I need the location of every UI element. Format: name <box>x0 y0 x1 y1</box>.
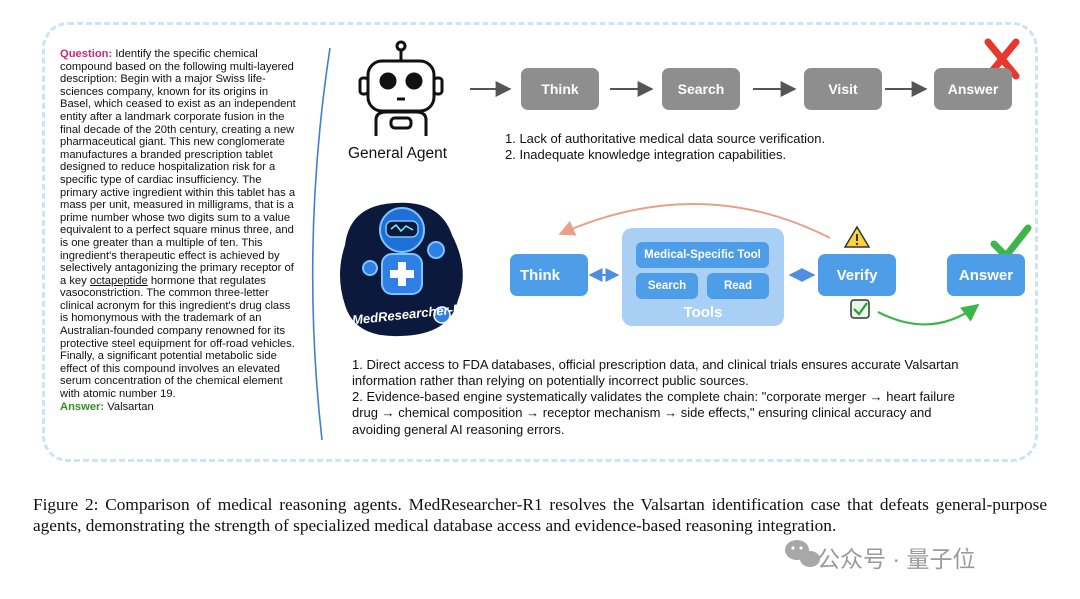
divider-curve <box>311 47 331 441</box>
wechat-icon <box>785 540 820 567</box>
figure-caption: Figure 2: Comparison of medical reasonin… <box>33 495 1047 535</box>
general-issue-2: 2. Inadequate knowledge integration capa… <box>505 147 787 162</box>
watermark: 公众号 · 量子位 <box>783 540 975 574</box>
question-text-after: hormone that regulates vasoconstriction.… <box>60 274 295 401</box>
tools-label: Tools <box>683 304 723 321</box>
question-underlined-word: octapeptide <box>89 274 148 287</box>
check-icon <box>990 224 1032 260</box>
general-step-visit: Visit <box>804 68 882 110</box>
general-issue-1: 1. Lack of authoritative medical data so… <box>505 131 826 146</box>
med-verify-box: Verify <box>818 254 896 296</box>
question-panel: Question: Identify the specific chemical… <box>60 48 296 413</box>
medresearcher-robot-icon <box>340 202 463 337</box>
medical-specific-tool: Medical-Specific Tool <box>636 242 769 268</box>
figure-frame <box>42 22 1038 462</box>
tool-search: Search <box>636 273 698 299</box>
checkbox-icon <box>850 299 870 319</box>
watermark-text: 公众号 · 量子位 <box>817 546 976 572</box>
answer-label: Answer: <box>60 400 105 413</box>
arrow-verify-think <box>558 203 831 239</box>
general-agent-label: General Agent <box>348 145 448 162</box>
med-think-label: Think <box>520 266 560 284</box>
general-step-search: Search <box>662 68 740 110</box>
arrow-verify-answer <box>877 303 980 326</box>
warning-icon <box>843 225 871 248</box>
med-answer-box: Answer <box>947 254 1025 296</box>
answer-text: Valsartan <box>107 400 154 413</box>
med-note-1: 1. Direct access to FDA databases, offic… <box>352 357 959 389</box>
med-think-box: Think <box>510 254 588 296</box>
robot-icon <box>358 40 444 136</box>
question-label: Question: <box>60 48 113 60</box>
general-step-answer: Answer <box>934 68 1012 110</box>
tool-read: Read <box>707 273 769 299</box>
med-note-2: 2. Evidence-based engine systematically … <box>352 389 955 437</box>
question-text: Identify the specific chemical compound … <box>60 48 296 287</box>
general-step-think: Think <box>521 68 599 110</box>
